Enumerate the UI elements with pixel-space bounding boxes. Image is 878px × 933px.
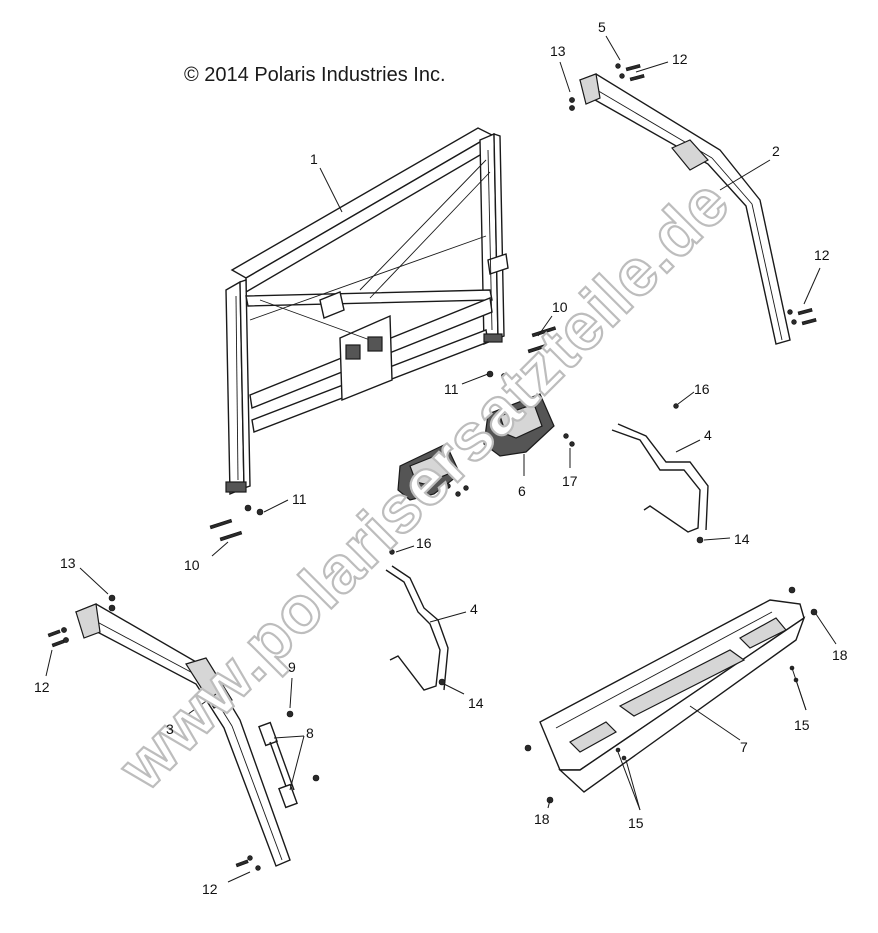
callout-5: 5 [598,19,606,35]
part-8-strut [258,721,298,809]
callout-16-upper: 16 [694,381,710,397]
callout-3: 3 [166,721,174,737]
callout-17: 17 [562,473,578,489]
part-3-rops-tube-left [74,603,291,867]
part-6-tail-light-right [483,393,555,457]
callout-labels: 1 2 3 4 4 5 6 7 8 9 10 10 11 11 12 12 12… [34,19,848,897]
part-4-grab-handle-lower [385,565,449,691]
callout-10-lower: 10 [184,557,200,573]
callout-7: 7 [740,739,748,755]
callout-11-upper: 11 [444,381,459,397]
callout-14-upper: 14 [734,531,750,547]
callout-12-right: 12 [814,247,830,263]
part-6-tail-light-left [397,443,461,501]
leader-lines [45,35,837,883]
copyright-notice: © 2014 Polaris Industries Inc. [184,64,446,86]
callout-14-lower: 14 [468,695,484,711]
callout-13-left: 13 [60,555,76,571]
callout-10-upper: 10 [552,299,568,315]
hardware [47,63,818,871]
callout-4-lower: 4 [470,601,478,617]
callout-12-left: 12 [34,679,50,695]
part-1-rear-frame [225,127,509,496]
callout-12-top: 12 [672,51,688,67]
callout-15-right: 15 [794,717,810,733]
callout-8: 8 [306,725,314,741]
callout-18-bottom: 18 [534,811,550,827]
callout-13-top: 13 [550,43,566,59]
callout-1: 1 [310,151,318,167]
callout-2: 2 [772,143,780,159]
callout-15-bottom: 15 [628,815,644,831]
callout-9: 9 [288,659,296,675]
part-7-rear-cover-panel [539,599,806,793]
callout-6: 6 [518,483,526,499]
callout-12-bottom: 12 [202,881,218,897]
part-4-grab-handle-upper [611,423,709,533]
callout-16-lower: 16 [416,535,432,551]
callout-11-lower: 11 [292,491,307,507]
part-2-rops-tube-right [579,73,791,345]
callout-18-right: 18 [832,647,848,663]
callout-4-upper: 4 [704,427,712,443]
